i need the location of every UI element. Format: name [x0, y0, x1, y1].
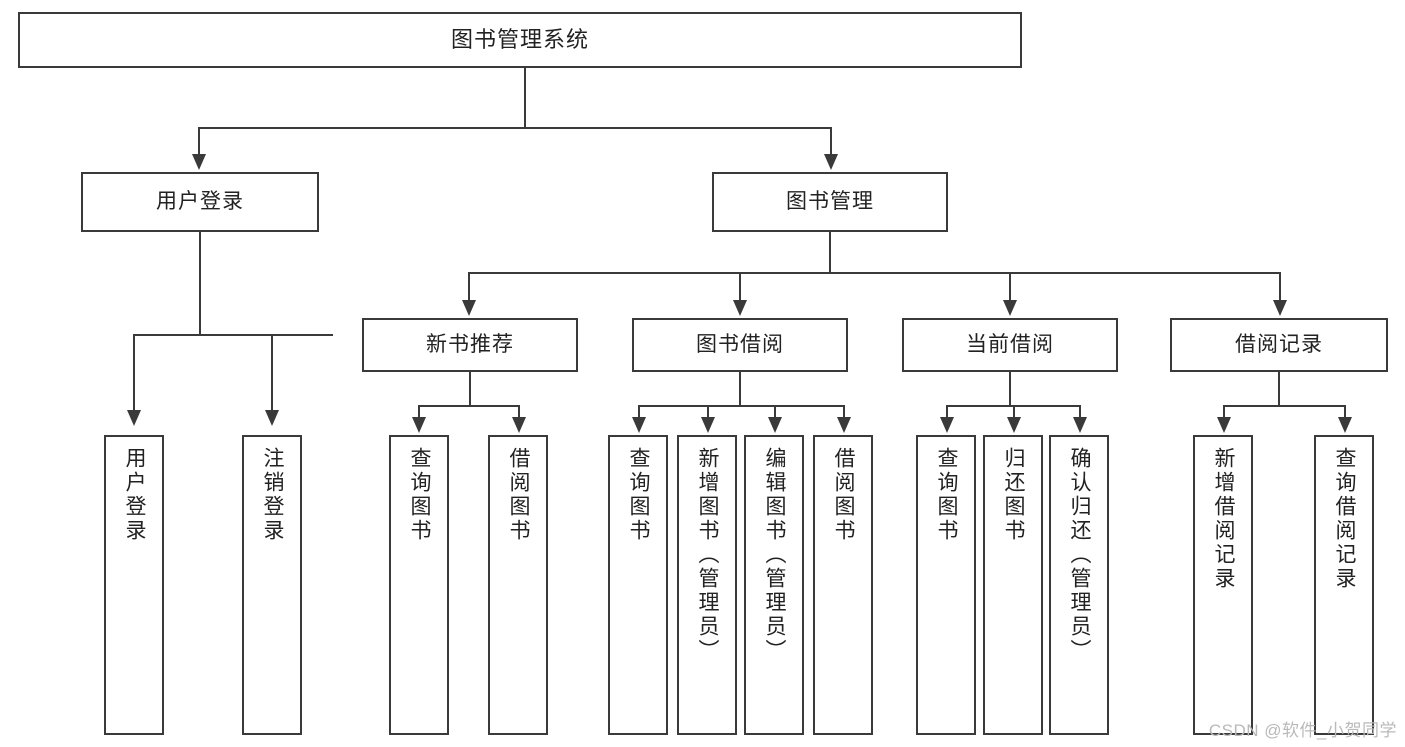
node-label: 借阅图书: [832, 447, 856, 543]
node-user-login[interactable]: 用户登录: [81, 172, 319, 232]
node-label: 新增图书（管理员）: [696, 447, 720, 663]
connector-br-stem: [1278, 372, 1280, 406]
connector-root-bus: [198, 127, 832, 129]
connector-bm-drop-4: [1279, 272, 1281, 302]
connector-br-bus: [1223, 405, 1345, 407]
connector-nbr-drop-2: [518, 405, 520, 419]
arrow-head-icon: [733, 300, 747, 316]
connector-bb-bus: [638, 405, 844, 407]
arrow-head-icon: [1217, 417, 1231, 433]
node-label: 新书推荐: [426, 332, 514, 356]
arrow-head-icon: [701, 417, 715, 433]
connector-cb-drop-2: [1013, 405, 1015, 419]
connector-bm-drop-2: [739, 272, 741, 302]
node-label: 用户登录: [123, 447, 147, 543]
connector-user-login-drop-1: [133, 334, 135, 412]
connector-user-login-bus: [133, 334, 333, 336]
connector-root-to-book-management: [830, 127, 832, 157]
arrow-head-icon: [632, 417, 646, 433]
leaf-bb-add-book-admin[interactable]: 新增图书（管理员）: [677, 435, 737, 735]
connector-nbr-drop-1: [418, 405, 420, 419]
node-label: 查询图书: [408, 447, 432, 543]
node-label: 归还图书: [1002, 447, 1026, 543]
connector-bb-drop-3: [774, 405, 776, 419]
node-label: 借阅图书: [507, 447, 531, 543]
connector-book-management-stem: [829, 232, 831, 274]
leaf-nbr-query-book[interactable]: 查询图书: [389, 435, 449, 735]
arrow-head-icon: [512, 417, 526, 433]
connector-bm-drop-3: [1009, 272, 1011, 302]
leaf-bb-edit-book-admin[interactable]: 编辑图书（管理员）: [744, 435, 804, 735]
connector-cb-stem: [1009, 372, 1011, 406]
arrow-head-icon: [768, 417, 782, 433]
leaf-nbr-borrow-book[interactable]: 借阅图书: [488, 435, 548, 735]
connector-book-management-bus: [468, 272, 1280, 274]
leaf-br-query-record[interactable]: 查询借阅记录: [1314, 435, 1374, 735]
arrow-head-icon: [1338, 417, 1352, 433]
connector-bb-drop-2: [707, 405, 709, 419]
arrow-head-icon: [940, 417, 954, 433]
node-book-borrow[interactable]: 图书借阅: [632, 318, 848, 372]
leaf-cb-return-book[interactable]: 归还图书: [983, 435, 1043, 735]
connector-bb-drop-1: [638, 405, 640, 419]
connector-br-drop-1: [1223, 405, 1225, 419]
node-label: 查询图书: [627, 447, 651, 543]
node-label: 确认归还（管理员）: [1068, 447, 1092, 663]
connector-bb-stem: [739, 372, 741, 406]
leaf-br-add-record[interactable]: 新增借阅记录: [1193, 435, 1253, 735]
connector-cb-drop-1: [946, 405, 948, 419]
node-root-book-management-system[interactable]: 图书管理系统: [18, 12, 1022, 68]
node-label: 借阅记录: [1235, 332, 1323, 356]
arrow-head-icon: [1273, 300, 1287, 316]
connector-nbr-bus: [418, 405, 518, 407]
node-label: 新增借阅记录: [1212, 447, 1236, 591]
arrow-head-icon: [1003, 300, 1017, 316]
node-label: 图书管理: [786, 189, 874, 213]
csdn-watermark: CSDN @软件_小贺同学: [1208, 721, 1397, 740]
node-borrow-record[interactable]: 借阅记录: [1170, 318, 1388, 372]
leaf-bb-query-book[interactable]: 查询图书: [608, 435, 668, 735]
connector-bb-drop-4: [843, 405, 845, 419]
node-label: 查询借阅记录: [1333, 447, 1357, 591]
leaf-user-login[interactable]: 用户登录: [104, 435, 164, 735]
arrow-head-icon: [462, 300, 476, 316]
arrow-head-icon: [192, 154, 206, 170]
connector-root-to-user-login: [198, 127, 200, 157]
node-book-management[interactable]: 图书管理: [712, 172, 948, 232]
node-label: 当前借阅: [966, 332, 1054, 356]
leaf-bb-borrow-book[interactable]: 借阅图书: [813, 435, 873, 735]
node-label: 图书管理系统: [450, 26, 589, 52]
node-current-borrow[interactable]: 当前借阅: [902, 318, 1118, 372]
connector-nbr-stem: [469, 372, 471, 406]
node-label: 用户登录: [156, 189, 244, 213]
connector-br-drop-2: [1344, 405, 1346, 419]
leaf-cb-query-book[interactable]: 查询图书: [916, 435, 976, 735]
connector-user-login-drop-2: [271, 334, 273, 412]
node-new-book-recommend[interactable]: 新书推荐: [362, 318, 578, 372]
arrow-head-icon: [127, 410, 141, 426]
node-label: 查询图书: [935, 447, 959, 543]
arrow-head-icon: [837, 417, 851, 433]
node-label: 图书借阅: [696, 332, 784, 356]
arrow-head-icon: [824, 154, 838, 170]
connector-root-stem: [524, 68, 526, 128]
connector-cb-drop-3: [1079, 405, 1081, 419]
leaf-cb-confirm-return-admin[interactable]: 确认归还（管理员）: [1049, 435, 1109, 735]
connector-user-login-stem: [199, 232, 201, 335]
node-label: 注销登录: [261, 447, 285, 543]
arrow-head-icon: [412, 417, 426, 433]
arrow-head-icon: [1073, 417, 1087, 433]
leaf-logout[interactable]: 注销登录: [242, 435, 302, 735]
connector-bm-drop-1: [468, 272, 470, 302]
arrow-head-icon: [265, 410, 279, 426]
arrow-head-icon: [1007, 417, 1021, 433]
node-label: 编辑图书（管理员）: [763, 447, 787, 663]
